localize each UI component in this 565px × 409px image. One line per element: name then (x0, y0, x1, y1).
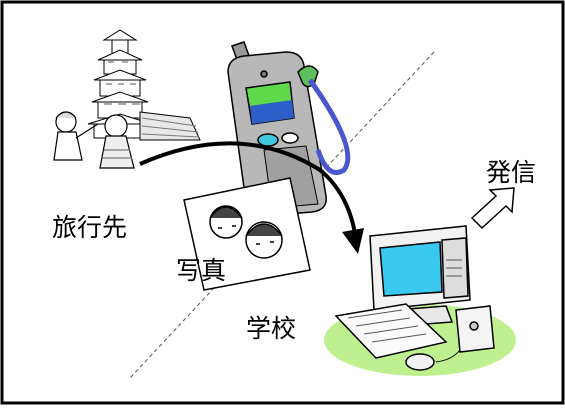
tourists-illustration (53, 111, 135, 169)
up-right-arrow (470, 187, 515, 230)
camera-phone-illustration (227, 41, 351, 217)
curved-arrow (139, 141, 364, 254)
travel-destination-label: 旅行先 (52, 213, 128, 242)
photo-label: 写真 (176, 256, 227, 285)
send-label: 発信 (486, 158, 537, 187)
school-computer-illustration (324, 225, 516, 376)
school-label: 学校 (246, 314, 297, 343)
divider-line (129, 51, 435, 379)
photo-print-illustration (183, 177, 311, 291)
